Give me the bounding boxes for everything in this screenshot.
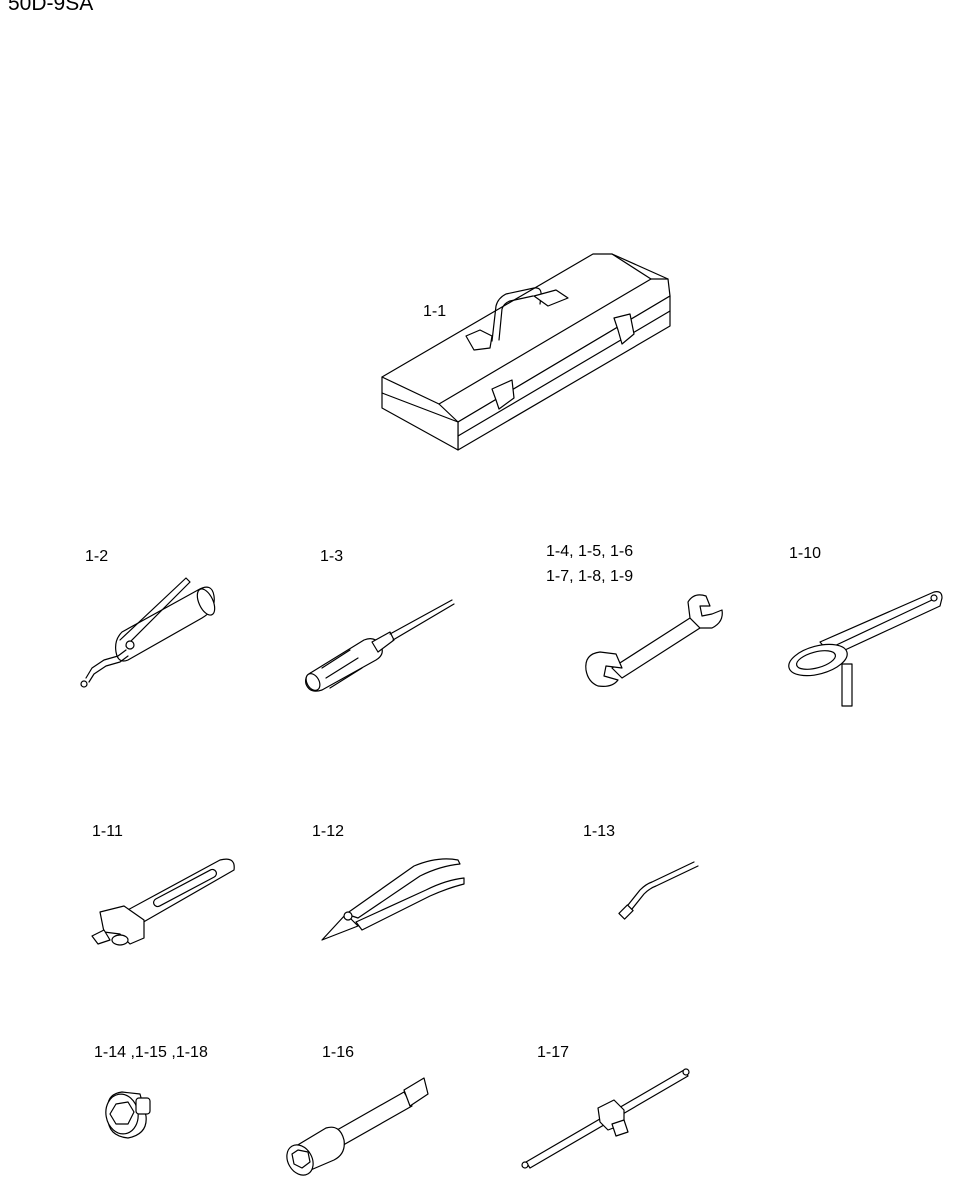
- part-label-toolbox: 1-1: [423, 303, 447, 320]
- part-label-pliers: 1-12: [312, 823, 345, 840]
- part-label-rod: 1-13: [583, 823, 616, 840]
- part-label-adjustable-wrench: 1-11: [92, 823, 123, 840]
- socket-icon: [105, 1091, 151, 1139]
- open-end-wrench-icon: [585, 594, 723, 687]
- part-label-screwdriver: 1-3: [320, 548, 344, 565]
- screwdriver-icon: [305, 599, 455, 692]
- pliers-icon: [321, 858, 465, 941]
- part-label-spanner-line1: 1-4, 1-5, 1-6: [546, 543, 634, 560]
- toolbox-icon: [381, 253, 671, 451]
- part-label-socket: 1-14 ,1-15 ,1-18: [94, 1044, 208, 1061]
- grease-gun-icon: [80, 577, 216, 688]
- t-handle-icon: [521, 1068, 690, 1169]
- page-title: 50D-9SA: [8, 0, 94, 15]
- part-label-extension-bar: 1-16: [322, 1044, 355, 1061]
- adjustable-wrench-icon: [91, 858, 235, 946]
- part-label-filter-wrench: 1-10: [789, 545, 822, 562]
- filter-wrench-icon: [788, 591, 943, 707]
- part-label-grease-gun: 1-2: [85, 548, 109, 565]
- rod-icon: [618, 861, 699, 920]
- part-label-t-handle: 1-17: [537, 1044, 570, 1061]
- part-label-spanner-line2: 1-7, 1-8, 1-9: [546, 568, 634, 585]
- extension-bar-icon: [286, 1077, 429, 1176]
